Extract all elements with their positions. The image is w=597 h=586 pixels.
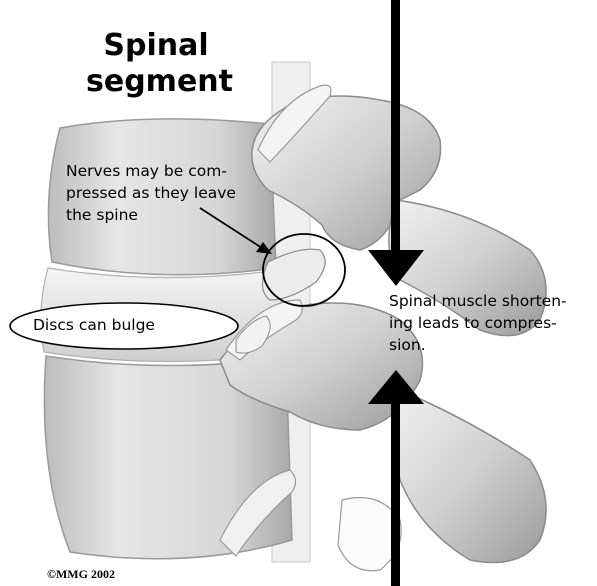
- discs-bulge-label: Discs can bulge: [33, 314, 233, 336]
- nerves-compressed-label: Nerves may be com- pressed as they leave…: [66, 160, 276, 226]
- upper-compression-arrow-shaft: [391, 0, 400, 250]
- lower-compression-arrow-shaft: [391, 404, 400, 586]
- muscle-shortening-label: Spinal muscle shorten- ing leads to comp…: [389, 290, 589, 356]
- diagram-title: Spinal segment: [86, 28, 226, 100]
- lower-spinous-process: [394, 390, 546, 563]
- copyright-notice: ©MMG 2002: [47, 567, 115, 582]
